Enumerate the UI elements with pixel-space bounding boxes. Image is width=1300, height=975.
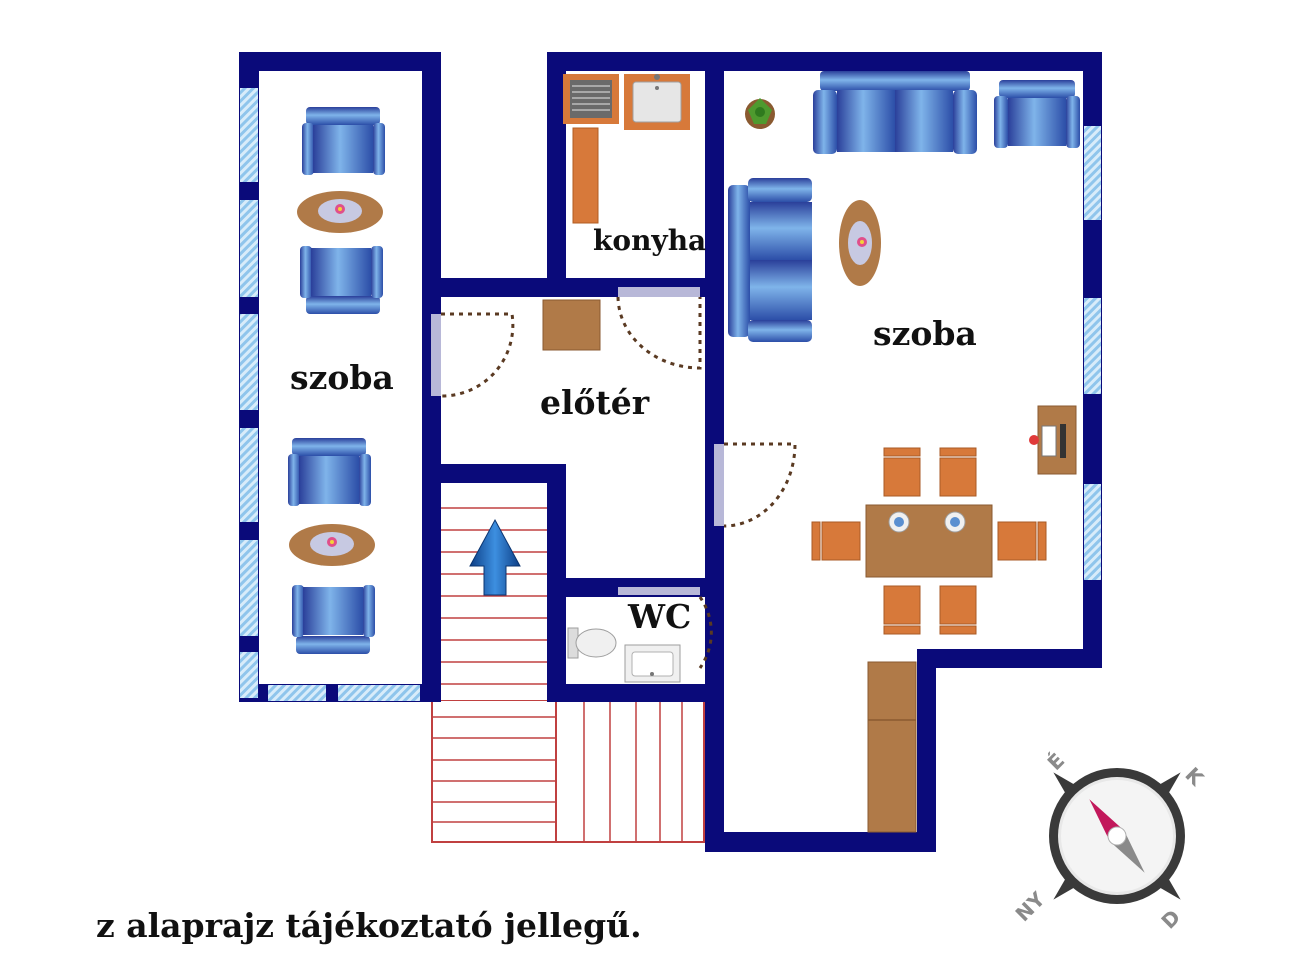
armchair-icon xyxy=(302,107,385,175)
wc-fixtures xyxy=(567,627,681,683)
armchair-icon xyxy=(994,80,1080,148)
armchair-icon xyxy=(288,438,371,506)
coffee-table-icon xyxy=(289,524,375,566)
compass-north-label: É xyxy=(1043,748,1070,775)
stairs-up-arrow-icon xyxy=(469,518,521,596)
plan-disclaimer-caption: z alaprajz tájékoztató jellegű. xyxy=(96,906,642,945)
compass-south-label: D xyxy=(1156,905,1185,934)
kitchen-counter xyxy=(572,127,599,224)
right-room-furniture xyxy=(728,71,1080,833)
compass-icon xyxy=(1049,768,1185,904)
kitchen-label: konyha xyxy=(593,224,706,257)
windows xyxy=(240,88,1101,701)
right-room-label: szoba xyxy=(873,314,977,353)
plant-icon xyxy=(745,98,775,129)
dining-table-icon xyxy=(865,504,993,578)
coffee-table-icon xyxy=(297,191,383,233)
compass-east-label: K xyxy=(1180,762,1209,791)
armchair-icon xyxy=(292,585,375,654)
doors xyxy=(431,287,797,669)
stove-icon xyxy=(563,74,619,124)
hall-label: előtér xyxy=(540,383,650,422)
sofa-icon xyxy=(728,178,812,342)
left-room-furniture xyxy=(288,107,385,654)
kitchen-furniture xyxy=(563,74,690,224)
left-room-label: szoba xyxy=(290,358,394,397)
wardrobe xyxy=(867,661,917,833)
outdoor-stairs xyxy=(431,699,705,843)
toilet-icon xyxy=(567,627,617,659)
armchair-icon xyxy=(300,246,383,314)
sofa-icon xyxy=(813,71,977,154)
hall-cabinet xyxy=(542,299,601,351)
washbasin-icon xyxy=(624,644,681,683)
wc-label: WC xyxy=(627,597,691,636)
compass-west-label: NY xyxy=(1011,887,1050,926)
desk-icon xyxy=(1029,405,1077,475)
coffee-table-icon xyxy=(839,200,881,286)
indoor-stairs xyxy=(441,483,547,700)
sink-icon xyxy=(624,74,690,130)
chairs xyxy=(811,447,1047,635)
